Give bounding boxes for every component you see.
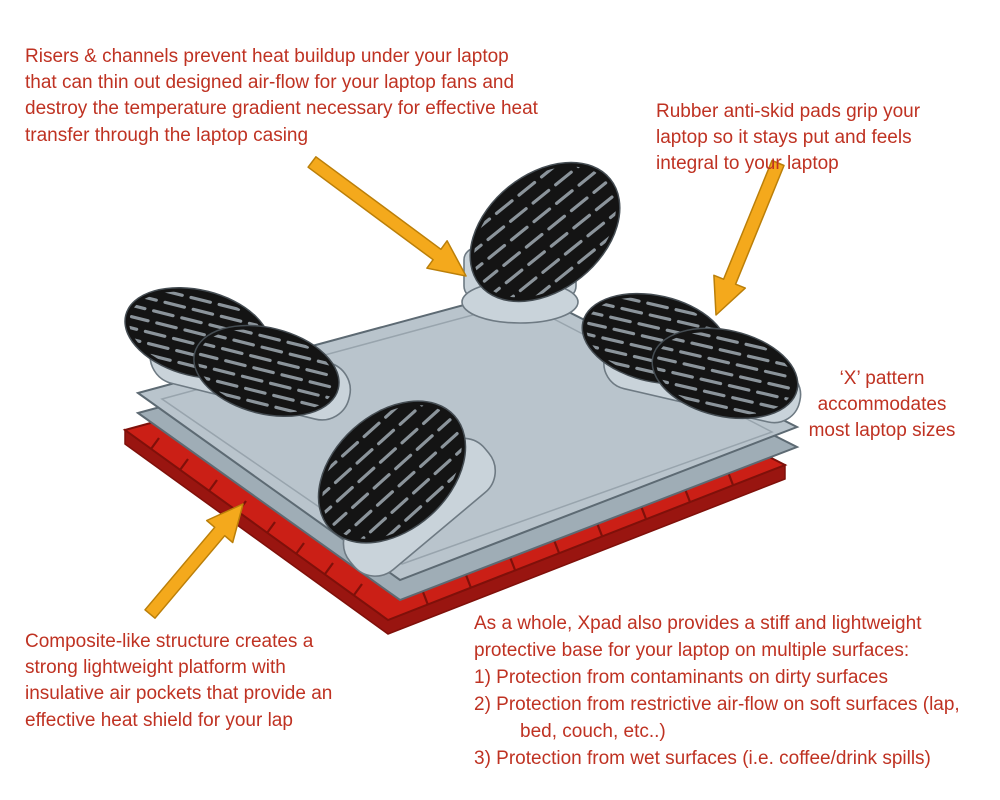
annotation-base-benefits: As a whole, Xpad also provides a stiff a… <box>474 611 986 773</box>
base-segment-ticks <box>150 437 735 606</box>
annotation-rubber-pads: Rubber anti-skid pads grip your laptop s… <box>656 101 921 175</box>
benefit-item: 2) Protection from restrictive air-flow … <box>474 693 960 742</box>
anti-skid-pad-left <box>121 283 343 421</box>
benefit-item: 3) Protection from wet surfaces (i.e. co… <box>474 747 931 769</box>
anti-skid-pad-top <box>454 146 636 318</box>
annotation-risers: Risers & channels prevent heat buildup u… <box>25 46 538 146</box>
arrow-risers-callout-icon <box>307 156 467 277</box>
benefit-item: 1) Protection from contaminants on dirty… <box>474 666 888 688</box>
annotation-base-benefits-intro: As a whole, Xpad also provides a stiff a… <box>474 613 922 661</box>
arrow-composite-callout-icon <box>144 503 244 619</box>
arrow-rubber-pads-callout-icon <box>713 159 785 316</box>
anti-skid-pad-right <box>579 289 801 423</box>
annotation-composite: Composite-like structure creates a stron… <box>25 631 333 731</box>
annotation-x-pattern: ‘X’ pattern accommodates most laptop siz… <box>808 368 956 442</box>
anti-skid-pad-bottom <box>302 384 482 560</box>
